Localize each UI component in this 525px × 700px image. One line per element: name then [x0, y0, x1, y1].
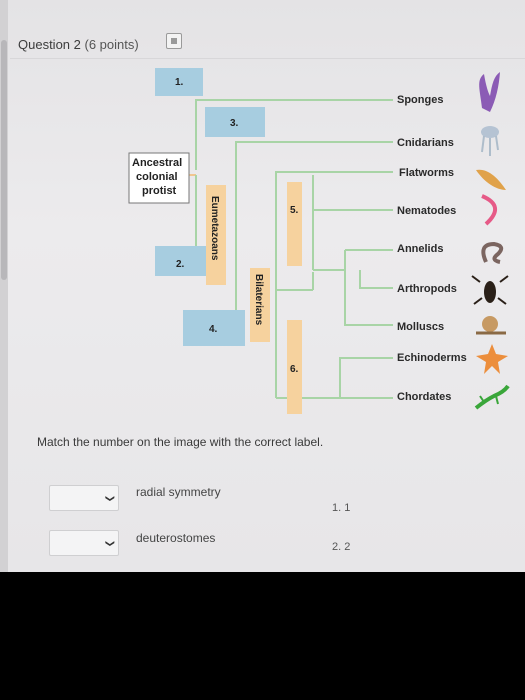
taxon-cnidarians: Cnidarians [397, 137, 454, 149]
box-1-label: 1. [175, 77, 184, 88]
snail-icon [476, 316, 506, 335]
phylogenetic-tree: 1. 3. 2. 4. 5. 6. Eumetazoans Bilaterian… [128, 68, 510, 414]
ancestral-line-2: colonial [136, 171, 178, 183]
branch-flatworms [275, 171, 393, 330]
box-5 [287, 182, 302, 266]
taxon-chordates: Chordates [397, 391, 451, 403]
branch-echinoderms [276, 357, 393, 399]
taxon-flatworms: Flatworms [399, 167, 454, 179]
lizard-icon [474, 384, 510, 410]
ancestral-box [128, 152, 190, 204]
taxon-sponges: Sponges [397, 94, 443, 106]
arthropod-icon [471, 275, 509, 305]
taxon-arthropods: Arthropods [397, 283, 457, 295]
eumetazoans-bar [206, 185, 226, 285]
branch-cnidarians [235, 141, 393, 330]
jellyfish-icon [481, 126, 499, 156]
starfish-icon [476, 344, 508, 374]
match-label-2: deuterostomes [136, 531, 216, 545]
question-number: Question 2 [18, 37, 81, 52]
scrollbar-thumb[interactable] [1, 40, 7, 280]
taxon-molluscs: Molluscs [397, 321, 444, 333]
match-dropdown-2[interactable]: ❯ [49, 530, 119, 556]
chevron-down-icon: ❯ [105, 494, 116, 503]
flag-icon[interactable] [166, 33, 182, 49]
instructions-text: Match the number on the image with the c… [37, 435, 324, 449]
taxon-annelids: Annelids [397, 243, 443, 255]
box-1 [155, 68, 203, 96]
tree-lines [188, 99, 393, 399]
eumetazoans-label: Eumetazoans [209, 196, 220, 261]
box-3 [205, 107, 265, 137]
branch-sponges [195, 99, 393, 170]
box-6-label: 6. [290, 364, 299, 375]
chevron-down-icon: ❯ [105, 539, 116, 548]
box-6 [287, 320, 302, 414]
taxon-nematodes: Nematodes [397, 205, 456, 217]
box-2-label: 2. [176, 259, 185, 270]
divider [10, 58, 525, 59]
answer-option-2: 2. 2 [332, 541, 351, 553]
match-label-1: radial symmetry [136, 485, 221, 499]
question-title: Question 2 (6 points) [18, 37, 139, 52]
taxon-echinoderms: Echinoderms [397, 352, 467, 364]
question-points: (6 points) [84, 37, 139, 52]
flatworm-icon [476, 169, 506, 190]
box-5-label: 5. [290, 205, 299, 216]
annelid-icon [481, 241, 504, 264]
nematode-icon [481, 194, 497, 226]
screen: Question 2 (6 points) [0, 0, 525, 572]
ancestral-line-1: Ancestral [132, 157, 182, 169]
answer-option-1: 1. 1 [332, 502, 351, 514]
bilaterians-bar [250, 268, 270, 342]
box-4-label: 4. [209, 324, 218, 335]
scrollbar-track[interactable] [0, 0, 8, 572]
box-2 [155, 246, 207, 276]
bilaterians-label: Bilaterians [253, 274, 264, 326]
branch-molluscs [344, 250, 393, 326]
match-dropdown-1[interactable]: ❯ [49, 485, 119, 511]
box-4 [183, 310, 245, 346]
branch-arthropods [359, 270, 393, 289]
ancestral-line-3: protist [142, 185, 177, 197]
sponge-icon [479, 72, 500, 112]
box-3-label: 3. [230, 118, 239, 129]
branch-nematodes [312, 175, 393, 270]
